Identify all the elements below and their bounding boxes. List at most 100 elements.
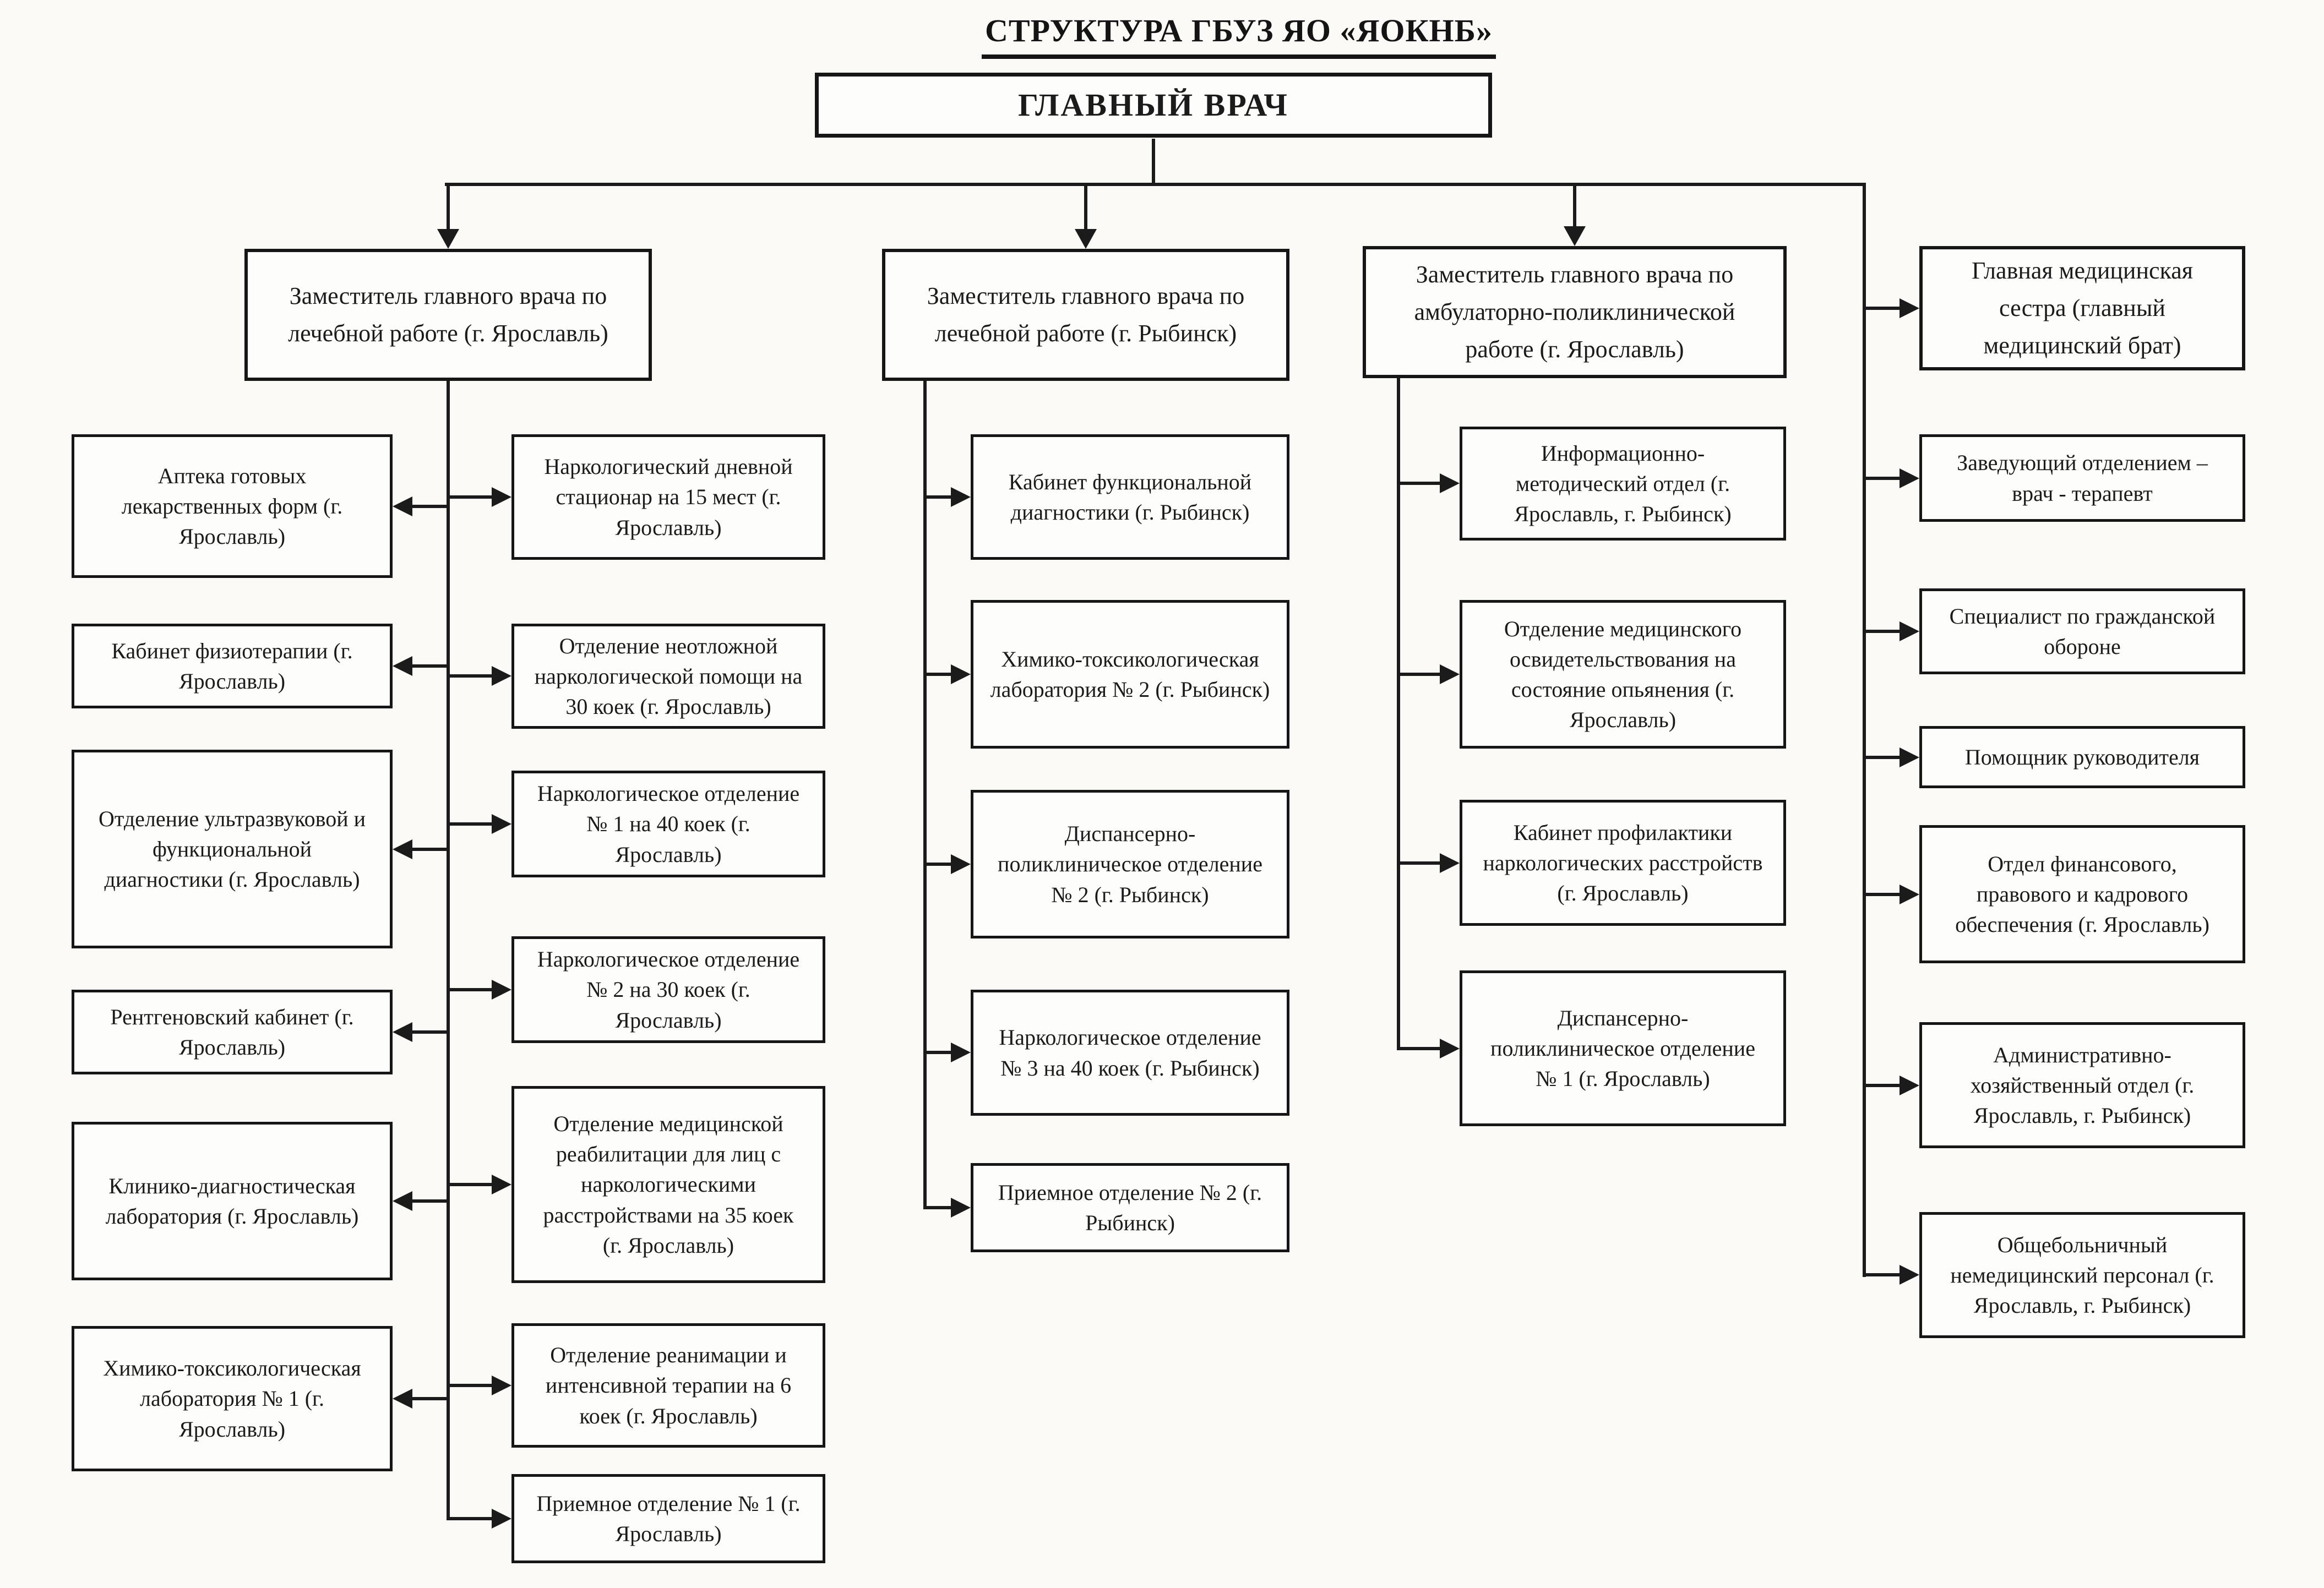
connector-line [1863,1084,1901,1087]
arrowhead-right-icon [492,1509,511,1529]
org-node: Диспансерно-поликлиническое отделение № … [1460,970,1786,1126]
arrowhead-right-icon [951,487,971,507]
connector-line [923,495,952,499]
org-node: Кабинет физиотерапии (г. Ярославль) [72,624,393,708]
connector-line [923,1206,952,1209]
arrowhead-right-icon [492,1175,511,1194]
connector-line [1397,861,1441,865]
org-node: Административно-хозяйственный отдел (г. … [1919,1022,2245,1148]
connector-line [1863,893,1901,896]
org-node: Рентгеновский кабинет (г. Ярославль) [72,990,393,1074]
arrowhead-left-icon [393,656,412,676]
connector-line [447,1183,493,1186]
connector-line [1863,756,1901,759]
org-node: Отделение неотложной наркологической пом… [511,624,825,729]
arrowhead-right-icon [951,1198,971,1218]
connector-line [411,1199,450,1203]
node-chief-nurse: Главная медицинская сестра (главный меди… [1919,246,2245,370]
org-node: Наркологическое отделение № 1 на 40 коек… [511,771,825,877]
org-node: Аптека готовых лекарственных форм (г. Яр… [72,434,393,578]
connector-line [411,848,450,851]
arrowhead-left-icon [393,496,412,516]
connector-line [447,183,450,230]
org-node: Общебольничный немедицинский персонал (г… [1919,1212,2245,1338]
connector-line [1863,630,1901,633]
org-node: Клинико-диагностическая лаборатория (г. … [72,1122,393,1280]
arrowhead-right-icon [1900,468,1919,488]
arrowhead-right-icon [492,814,511,834]
arrowhead-right-icon [492,666,511,686]
arrowhead-down-icon [1564,226,1586,246]
arrowhead-right-icon [492,1376,511,1395]
node-chief-physician: ГЛАВНЫЙ ВРАЧ [815,73,1492,138]
connector-line [1863,183,1866,1277]
connector-line [411,505,450,508]
arrowhead-right-icon [951,1043,971,1062]
connector-line [447,381,450,1520]
connector-line [1863,477,1901,480]
arrowhead-right-icon [492,980,511,1000]
connector-line [923,863,952,866]
org-node: Химико-токсикологическая лаборатория № 1… [72,1326,393,1471]
connector-line [447,822,493,826]
org-node: Отделение ультразвуковой и функционально… [72,750,393,948]
org-node: Химико-токсикологическая лаборатория № 2… [971,600,1289,749]
org-node: Приемное отделение № 1 (г. Ярославль) [511,1474,825,1563]
connector-line [1397,1047,1441,1050]
arrowhead-right-icon [1900,885,1919,904]
arrowhead-right-icon [951,854,971,874]
connector-line [447,1517,493,1520]
arrowhead-right-icon [1900,621,1919,641]
arrowhead-right-icon [1440,853,1460,873]
org-node: Отделение медицинской реабилитации для л… [511,1086,825,1283]
org-node: Отдел финансового, правового и кадрового… [1919,825,2245,963]
arrowhead-left-icon [393,1022,412,1042]
connector-line [923,673,952,676]
connector-line [1084,183,1087,230]
org-node: Отделение медицинского освидетельствован… [1460,600,1786,749]
node-deputy-chief-medical-yaroslavl: Заместитель главного врача по лечебной р… [244,249,652,381]
connector-line [445,183,1866,186]
connector-line [923,381,927,1209]
arrowhead-right-icon [1440,1039,1460,1058]
org-node: Информационно-методический отдел (г. Яро… [1460,427,1786,541]
org-node: Специалист по гражданской обороне [1919,588,2245,674]
org-node: Приемное отделение № 2 (г. Рыбинск) [971,1163,1289,1252]
org-node: Диспансерно-поликлиническое отделение № … [971,790,1289,938]
arrowhead-right-icon [1900,1076,1919,1095]
connector-line [447,988,493,991]
connector-line [1573,183,1576,227]
connector-line [411,664,450,668]
connector-line [1863,307,1901,310]
connector-line [411,1030,450,1034]
arrowhead-right-icon [1900,1265,1919,1285]
connector-line [447,1384,493,1387]
arrowhead-left-icon [393,839,412,859]
org-node: Кабинет профилактики наркологических рас… [1460,800,1786,926]
arrowhead-right-icon [951,664,971,684]
diagram-title: СТРУКТУРА ГБУЗ ЯО «ЯОКНБ» [881,12,1597,59]
org-node: Заведующий отделением – врач - терапевт [1919,434,2245,522]
org-node: Кабинет функциональной диагностики (г. Р… [971,434,1289,560]
connector-line [447,495,493,499]
node-deputy-chief-outpatient: Заместитель главного врача по амбулаторн… [1363,246,1787,378]
arrowhead-right-icon [1900,747,1919,767]
connector-line [1397,673,1441,676]
org-node: Помощник руководителя [1919,726,2245,788]
connector-line [1152,139,1155,185]
arrowhead-left-icon [393,1191,412,1211]
arrowhead-down-icon [437,229,459,249]
arrowhead-right-icon [1440,473,1460,493]
org-node: Наркологическое отделение № 3 на 40 коек… [971,990,1289,1116]
connector-line [1397,378,1400,1050]
arrowhead-right-icon [1440,664,1460,684]
org-node: Наркологический дневной стационар на 15 … [511,434,825,560]
connector-line [447,674,493,678]
node-deputy-chief-medical-rybinsk: Заместитель главного врача по лечебной р… [882,249,1289,381]
connector-line [1397,482,1441,485]
arrowhead-right-icon [1900,298,1919,318]
arrowhead-left-icon [393,1389,412,1409]
connector-line [1863,1273,1901,1276]
org-node: Наркологическое отделение № 2 на 30 коек… [511,936,825,1043]
